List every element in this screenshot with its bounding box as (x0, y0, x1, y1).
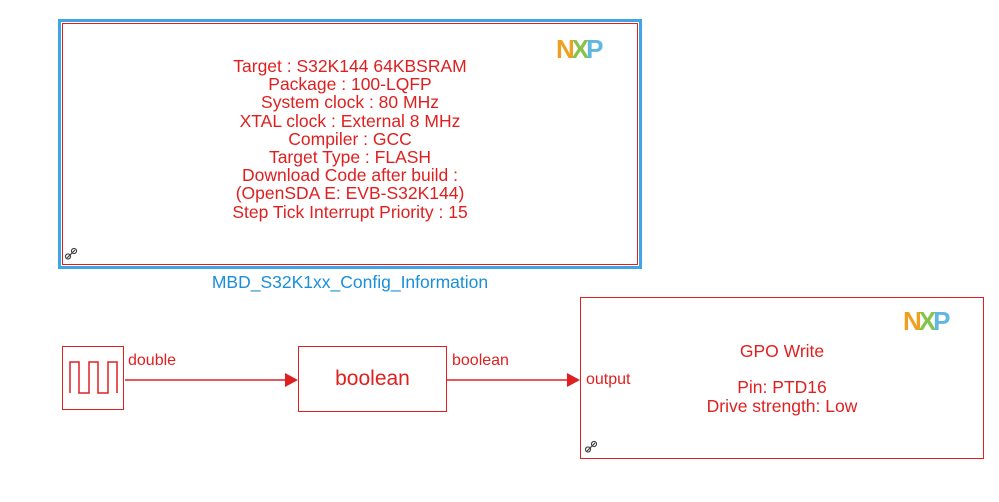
config-info-block[interactable] (62, 23, 638, 265)
gpo-block-params: Pin: PTD16 Drive strength: Low (580, 378, 984, 416)
gpo-input-port-label: output (586, 371, 631, 388)
config-line-opensda: (OpenSDA E: EVB-S32K144) (235, 183, 465, 204)
link-icon (64, 247, 78, 260)
pulse-waveform-icon (69, 361, 118, 394)
gpo-pin-label: Pin: PTD16 (737, 377, 827, 397)
nxp-logo: NXP (903, 306, 951, 336)
config-line-target: Target : S32K144 64KBSRAM (233, 56, 467, 76)
signal-label-double: double (128, 352, 177, 369)
config-block-selection-border[interactable] (58, 19, 642, 269)
nxp-logo: NXP (556, 34, 604, 64)
config-line-compiler: Compiler : GCC (288, 128, 412, 149)
signal-label-boolean: boolean (452, 352, 509, 369)
link-icon (584, 440, 598, 453)
gpo-block-title: GPO Write (739, 341, 825, 361)
config-line-priority: Step Tick Interrupt Priority : 15 (232, 201, 468, 222)
arrow-head-icon (567, 373, 580, 387)
pulse-generator-block[interactable] (62, 346, 124, 410)
gpo-write-block[interactable] (580, 297, 984, 459)
config-line-target-type: Target Type : FLASH (268, 147, 432, 168)
config-line-package: Package : 100-LQFP (268, 74, 432, 95)
gpo-drive-label: Drive strength: Low (706, 396, 858, 416)
config-line-xtal-clock: XTAL clock : External 8 MHz (239, 110, 461, 131)
config-block-name[interactable]: MBD_S32K1xx_Config_Information (211, 272, 489, 292)
conversion-block-label: boolean (335, 367, 410, 390)
data-type-conversion-block[interactable]: boolean (298, 346, 447, 412)
config-line-download: Download Code after build : (242, 165, 458, 186)
arrow-head-icon (285, 373, 298, 387)
config-line-system-clock: System clock : 80 MHz (261, 92, 439, 113)
config-info-text: Target : S32K144 64KBSRAM Package : 100-… (62, 57, 638, 221)
